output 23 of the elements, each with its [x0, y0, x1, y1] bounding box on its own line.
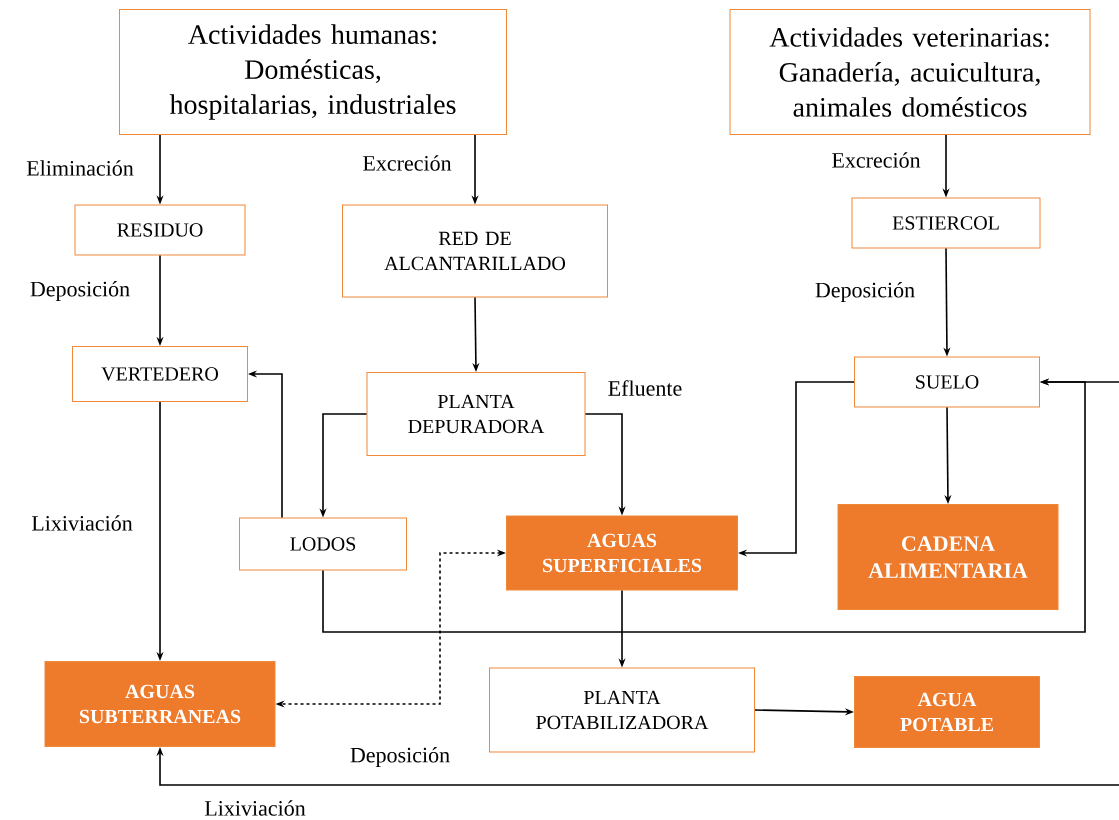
process-box: PLANTA POTABILIZADORA — [489, 667, 755, 753]
process-box: LODOS — [239, 517, 407, 571]
highlight-box: AGUAS SUBTERRANEAS — [44, 661, 276, 747]
highlight-box: AGUA POTABLE — [854, 676, 1040, 748]
process-box: Actividades veterinarias: Ganadería, acuicultura, animales domésticos — [729, 9, 1091, 135]
highlight-box: AGUAS SUPERFICIALES — [506, 515, 738, 591]
process-box: RED DE ALCANTARILLADO — [342, 204, 608, 298]
edge-label: Lixiviación — [31, 515, 133, 531]
process-box: ESTIERCOL — [851, 197, 1041, 249]
edge-label: Lixiviación — [204, 800, 306, 816]
process-box: VERTEDERO — [72, 346, 248, 402]
edge-label: Efluente — [608, 380, 682, 396]
highlight-box: CADENA ALIMENTARIA — [837, 504, 1059, 610]
process-box: SUELO — [854, 356, 1040, 408]
edge-label: Excreción — [832, 152, 921, 168]
edge-label: Deposición — [30, 281, 130, 301]
process-box: RESIDUO — [74, 204, 246, 256]
edge-label: Eliminación — [26, 160, 134, 176]
flow-label: Deposición — [350, 747, 450, 767]
edge-label: Deposición — [815, 282, 915, 302]
process-box: PLANTA DEPURADORA — [366, 372, 586, 456]
process-box: Actividades humanas: Domésticas, hospitalarias, industriales — [119, 9, 507, 135]
edge-label: Excreción — [363, 155, 452, 171]
